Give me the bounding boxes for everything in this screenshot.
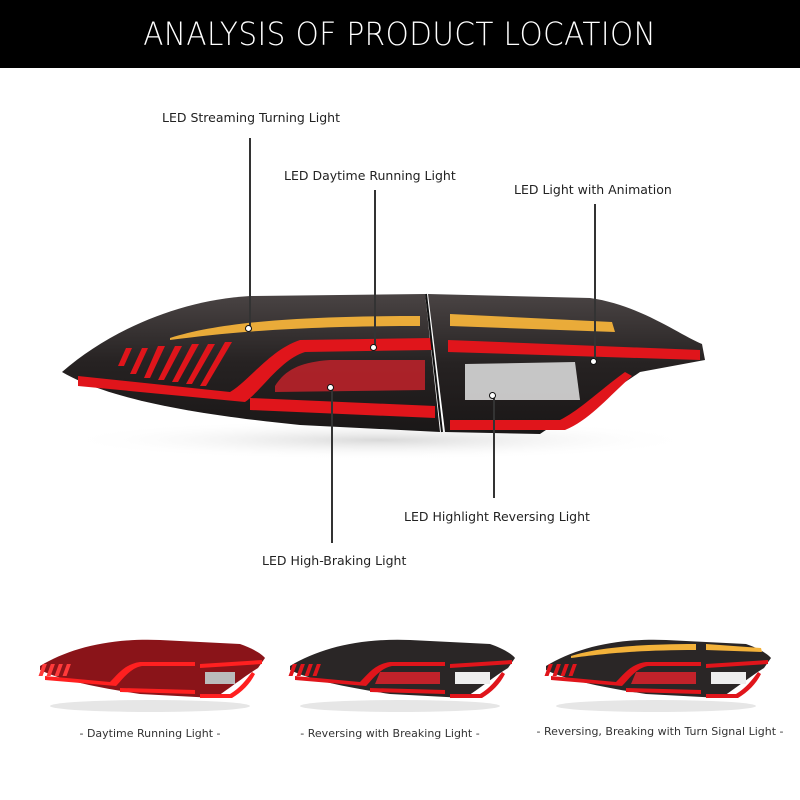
callout-line-animation bbox=[594, 204, 596, 362]
caption-reversing-braking-turn-light: - Reversing, Breaking with Turn Signal L… bbox=[536, 725, 784, 738]
variant-image-reversing-braking bbox=[288, 639, 515, 712]
label-high-braking-light: LED High-Braking Light bbox=[262, 553, 407, 568]
variant-image-daytime bbox=[38, 639, 265, 712]
label-highlight-reversing-light: LED Highlight Reversing Light bbox=[404, 509, 590, 524]
caption-daytime-running-light: - Daytime Running Light - bbox=[79, 727, 221, 740]
label-light-with-animation: LED Light with Animation bbox=[514, 182, 672, 197]
callout-dot-reversing bbox=[489, 392, 496, 399]
page-title: ANALYSIS OF PRODUCT LOCATION bbox=[143, 15, 657, 53]
callout-dot-daytime bbox=[370, 344, 377, 351]
caption-reversing-braking-light: - Reversing with Breaking Light - bbox=[300, 727, 480, 740]
header-banner: ANALYSIS OF PRODUCT LOCATION bbox=[0, 0, 800, 68]
label-daytime-running-light: LED Daytime Running Light bbox=[284, 168, 456, 183]
callout-dot-animation bbox=[590, 358, 597, 365]
callout-line-daytime bbox=[374, 190, 376, 345]
callout-dot-streaming bbox=[245, 325, 252, 332]
callout-line-reversing bbox=[493, 394, 495, 498]
label-streaming-turning-light: LED Streaming Turning Light bbox=[162, 110, 340, 125]
variant-image-reversing-braking-turn bbox=[544, 639, 771, 712]
callout-line-braking bbox=[331, 386, 333, 543]
callout-line-streaming bbox=[249, 138, 251, 328]
callout-dot-braking bbox=[327, 384, 334, 391]
